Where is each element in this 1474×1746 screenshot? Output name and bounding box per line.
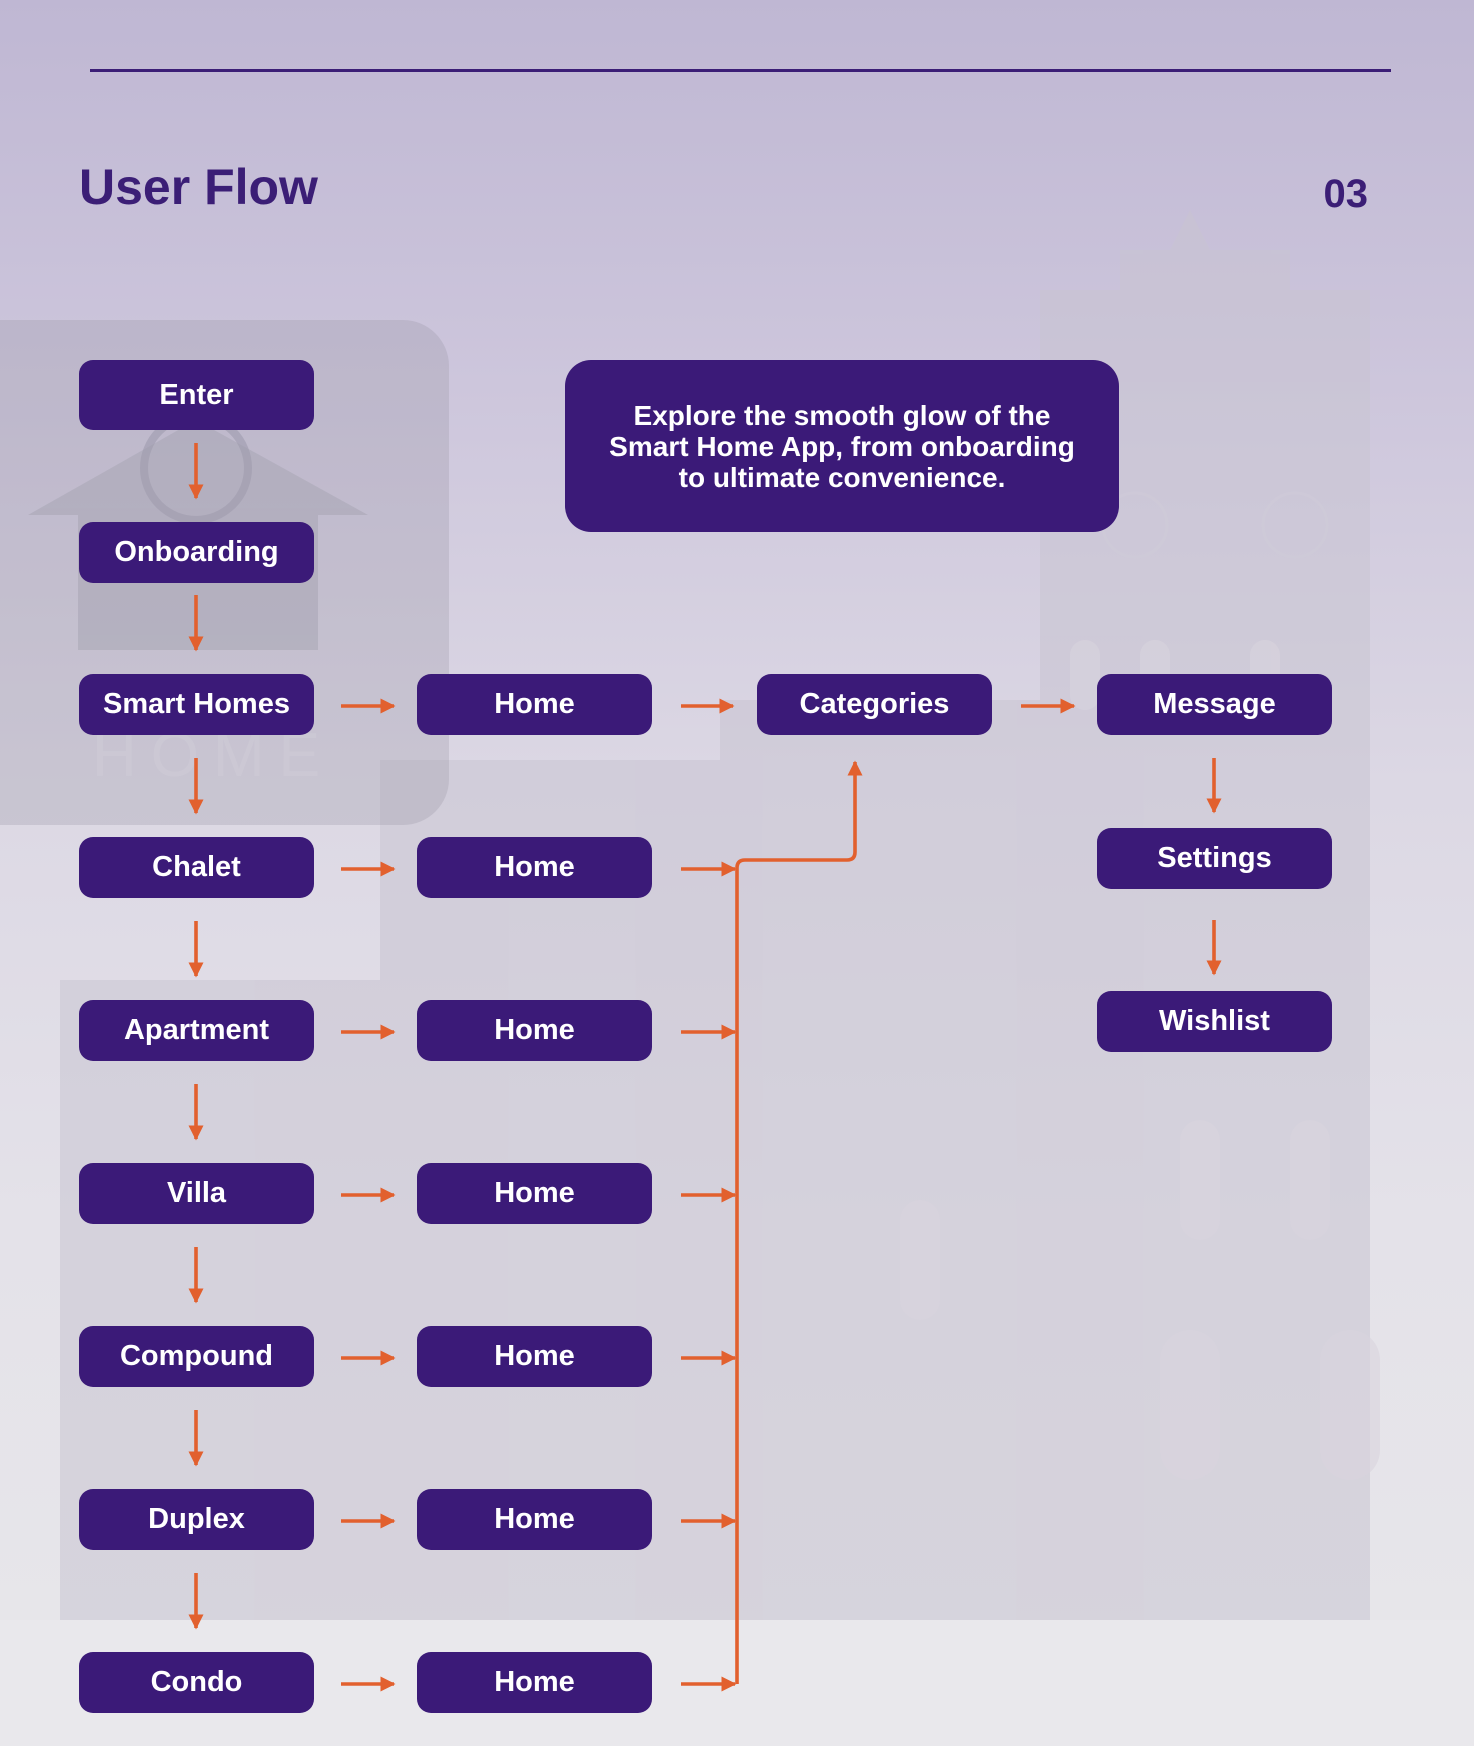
node-home[interactable]: Home (417, 837, 652, 898)
node-home[interactable]: Home (417, 674, 652, 735)
page-number: 03 (1323, 172, 1369, 216)
node-wishlist[interactable]: Wishlist (1097, 991, 1332, 1052)
page-title: User Flow (79, 159, 318, 215)
node-smart-homes[interactable]: Smart Homes (79, 674, 314, 735)
intro-callout: Explore the smooth glow of the Smart Hom… (565, 360, 1119, 532)
top-divider-line (90, 69, 1391, 72)
node-compound[interactable]: Compound (79, 1326, 314, 1387)
node-home[interactable]: Home (417, 1489, 652, 1550)
node-categories[interactable]: Categories (757, 674, 992, 735)
node-chalet[interactable]: Chalet (79, 837, 314, 898)
node-home[interactable]: Home (417, 1163, 652, 1224)
node-onboarding[interactable]: Onboarding (79, 522, 314, 583)
node-message[interactable]: Message (1097, 674, 1332, 735)
node-home[interactable]: Home (417, 1326, 652, 1387)
node-enter[interactable]: Enter (79, 360, 314, 430)
node-settings[interactable]: Settings (1097, 828, 1332, 889)
node-villa[interactable]: Villa (79, 1163, 314, 1224)
trunk-to-categories (735, 760, 863, 1684)
node-duplex[interactable]: Duplex (79, 1489, 314, 1550)
node-home[interactable]: Home (417, 1000, 652, 1061)
node-condo[interactable]: Condo (79, 1652, 314, 1713)
node-home[interactable]: Home (417, 1652, 652, 1713)
node-apartment[interactable]: Apartment (79, 1000, 314, 1061)
